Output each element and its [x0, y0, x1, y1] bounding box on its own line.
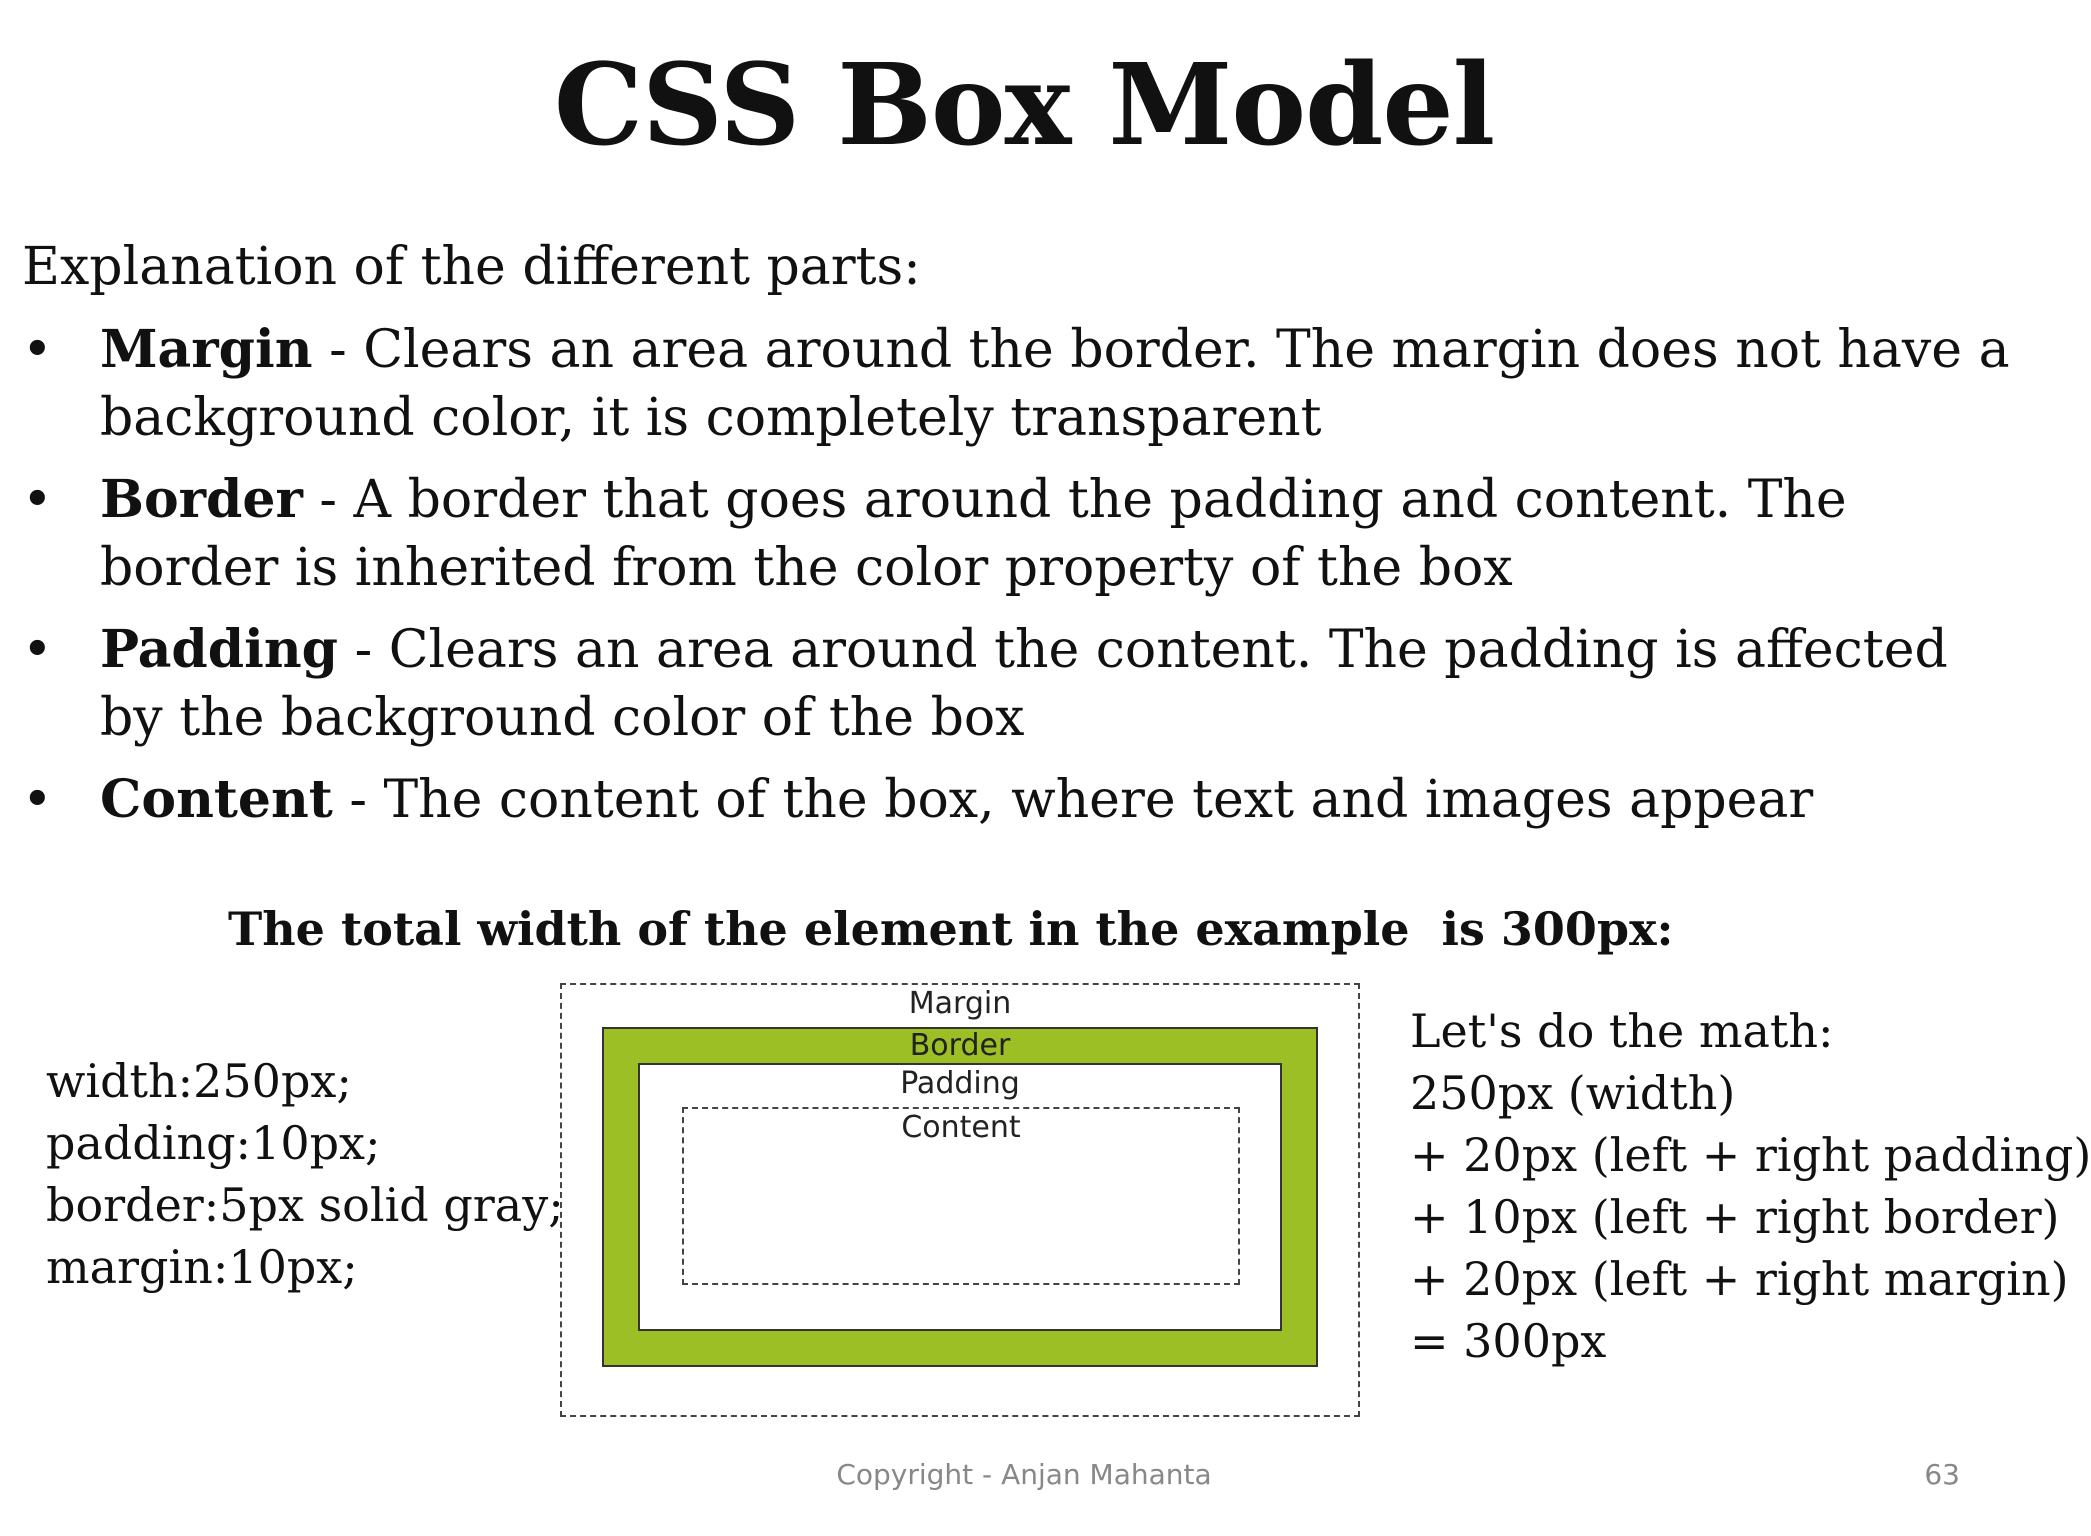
content-area: Content	[682, 1107, 1240, 1285]
border-area: Border Padding Content	[602, 1027, 1318, 1367]
bullet-description: Clears an area around the border. The ma…	[100, 320, 2010, 448]
math-line: 250px (width)	[1410, 1066, 1736, 1120]
math-line: + 20px (left + right padding)	[1410, 1128, 2091, 1182]
css-code-line: margin:10px;	[46, 1240, 358, 1294]
css-code-line: padding:10px;	[46, 1116, 381, 1170]
total-width-caption: The total width of the element in the ex…	[228, 902, 1674, 956]
bullet-term: Content	[100, 769, 333, 830]
math-line: + 20px (left + right margin)	[1410, 1252, 2069, 1306]
border-label: Border	[909, 1028, 1011, 1063]
math-line: Let's do the math:	[1410, 1004, 1834, 1058]
css-code-line: width:250px;	[46, 1054, 352, 1108]
bullet-dot: •	[22, 620, 53, 680]
padding-area: Padding Content	[638, 1063, 1282, 1331]
math-line: = 300px	[1410, 1314, 1607, 1368]
bullet-dot: •	[22, 470, 53, 530]
math-block: Let's do the math: 250px (width) + 20px …	[1410, 1000, 2091, 1372]
bullet-term: Border	[100, 469, 303, 530]
bullet-margin: • Margin - Clears an area around the bor…	[22, 316, 2012, 452]
bullet-dot: •	[22, 320, 53, 380]
css-code-block: width:250px; padding:10px; border:5px so…	[46, 1050, 564, 1298]
bullet-description: The content of the box, where text and i…	[383, 770, 1814, 830]
bullet-term: Padding	[100, 619, 339, 680]
padding-label: Padding	[900, 1066, 1020, 1101]
intro-text: Explanation of the different parts:	[22, 237, 921, 297]
margin-label: Margin	[908, 986, 1012, 1021]
css-code-line: border:5px solid gray;	[46, 1178, 564, 1232]
slide-title: CSS Box Model	[553, 40, 1495, 171]
footer-copyright: Copyright - Anjan Mahanta	[836, 1458, 1212, 1491]
content-label: Content	[901, 1110, 1021, 1145]
box-model-diagram: Margin Border Padding Content	[560, 983, 1360, 1417]
bullet-separator: -	[338, 620, 389, 680]
bullet-content: • Content - The content of the box, wher…	[22, 766, 2012, 834]
bullet-padding: • Padding - Clears an area around the co…	[22, 616, 2012, 752]
slide-number: 63	[1924, 1458, 1960, 1491]
bullet-separator: -	[312, 320, 364, 380]
bullet-term: Margin	[100, 319, 313, 380]
bullet-separator: -	[302, 470, 354, 530]
bullet-description: Clears an area around the content. The p…	[100, 620, 1948, 748]
math-line: + 10px (left + right border)	[1410, 1190, 2060, 1244]
definition-list: • Margin - Clears an area around the bor…	[22, 316, 2012, 848]
bullet-dot: •	[22, 770, 53, 830]
bullet-description: A border that goes around the padding an…	[100, 470, 1847, 598]
bullet-separator: -	[332, 770, 384, 830]
bullet-border: • Border - A border that goes around the…	[22, 466, 2012, 602]
